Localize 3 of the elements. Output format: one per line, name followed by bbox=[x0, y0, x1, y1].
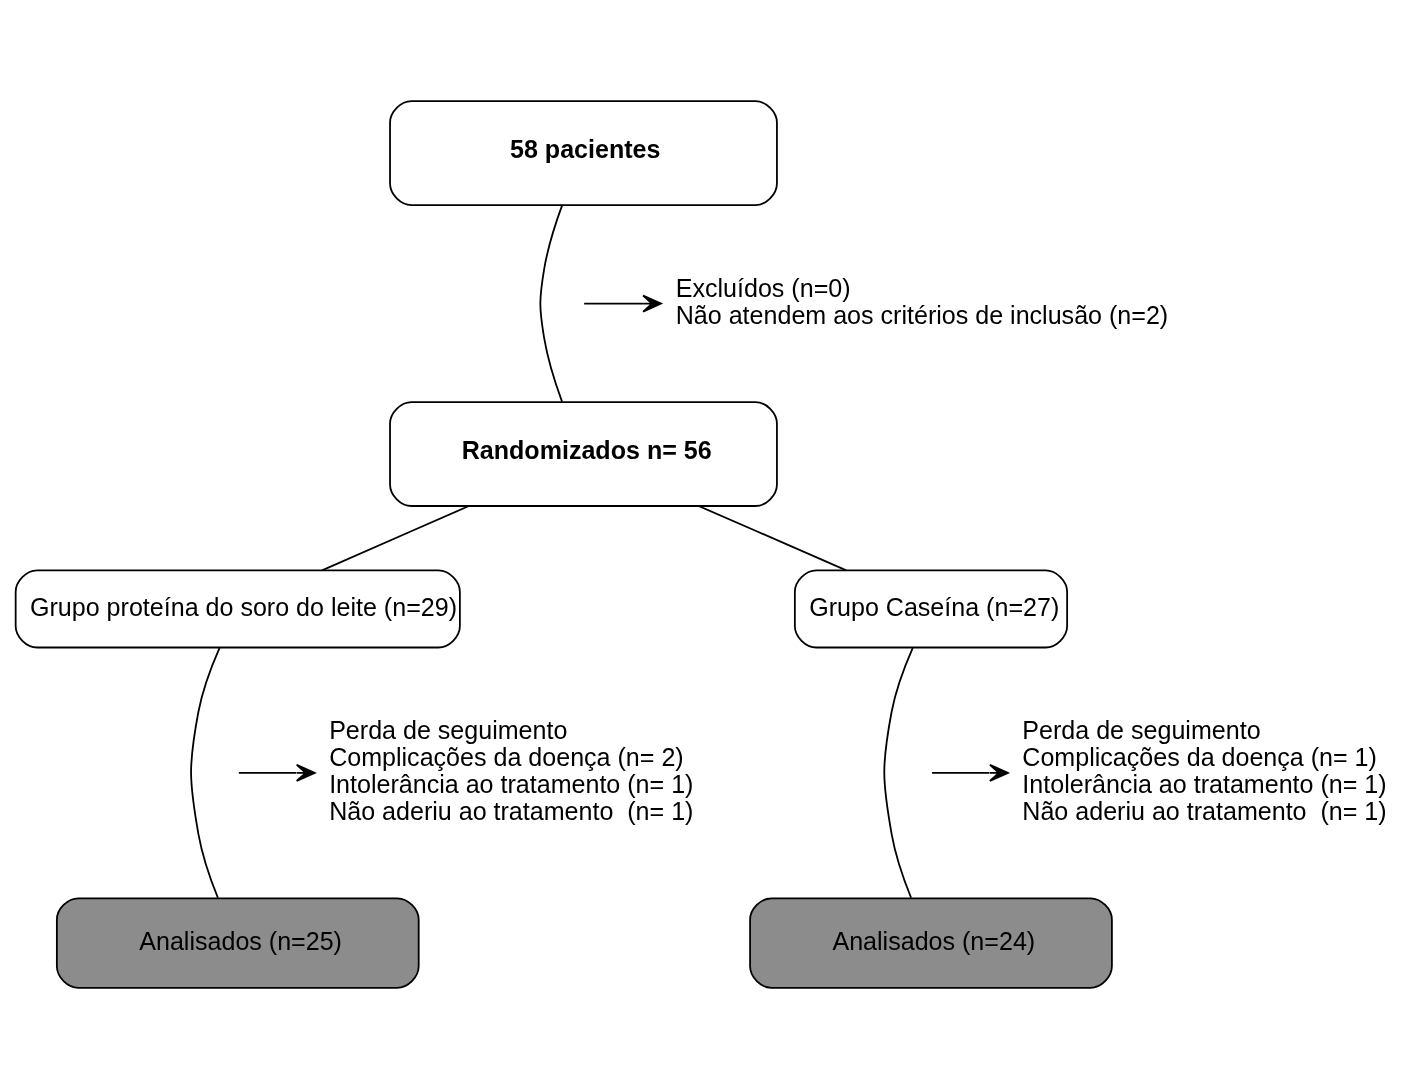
node-text: Perda de seguimento Complicações da doença (n= 1) Intolerância ao tratamento (n= 1) Não aderiu ao tratamento (n= 1) bbox=[1022, 715, 1387, 825]
node-text: Perda de seguimento Complicações da doença (n= 2) Intolerância ao tratamento (n= 1) Não aderiu ao tratamento (n= 1) bbox=[329, 715, 694, 825]
node-text: Excluídos (n=0) Não atendem aos critérios de inclusão (n=2) bbox=[675, 273, 1169, 329]
